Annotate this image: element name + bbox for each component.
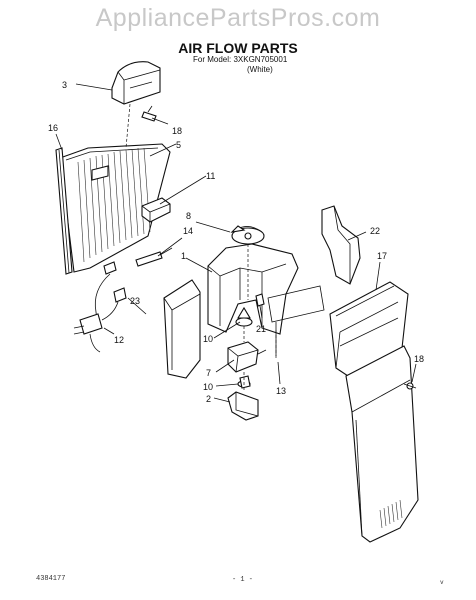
callout-10-upper: 10 (203, 334, 213, 344)
callout-11: 11 (206, 171, 215, 181)
part-18-screw-top (141, 105, 157, 122)
part-23-left-shroud (163, 279, 201, 379)
callout-10-lower: 10 (203, 382, 213, 392)
model-number: For Model: 3XKGN705001 (193, 55, 288, 64)
callout-14: 14 (183, 226, 193, 236)
callout-12: 12 (114, 335, 124, 345)
part-18-screw-right (403, 382, 417, 390)
callout-3: 3 (62, 80, 67, 90)
callout-21: 21 (256, 324, 266, 334)
callout-16: 16 (48, 123, 58, 133)
callout-2: 2 (206, 394, 211, 404)
callout-5: 5 (176, 140, 181, 150)
part-16-side-strip (55, 147, 73, 275)
diagram-title: AIR FLOW PARTS (178, 40, 298, 56)
model-color: (White) (247, 65, 273, 74)
part-5-evaporator-cover (59, 143, 171, 273)
callout-17: 17 (377, 251, 387, 261)
callout-1: 1 (181, 251, 186, 261)
footer-page-number: - 1 - (232, 576, 254, 584)
part-1-fan-shroud (207, 243, 299, 335)
part-7-fan-motor (227, 341, 267, 373)
part-17-lower-duct (345, 345, 419, 543)
callout-18-top: 18 (172, 126, 182, 136)
part-22-upper-baffle (321, 205, 361, 285)
model-info: For Model: 3XKGN705001 (White) (193, 55, 287, 75)
leader-lines (55, 83, 417, 403)
part-11-bracket (141, 197, 171, 223)
callout-7: 7 (206, 368, 211, 378)
part-3-duct-housing (111, 61, 161, 105)
part-14-connector (135, 247, 173, 267)
part-2-motor-bracket (227, 391, 259, 421)
footer-part-number: 4384177 (36, 575, 66, 583)
part-8-fan-blade (230, 225, 265, 245)
part-12-wire-harness (73, 261, 127, 353)
callout-8: 8 (186, 211, 191, 221)
callout-22: 22 (370, 226, 380, 236)
footer-mark: v (440, 579, 444, 586)
callout-23: 23 (130, 296, 140, 306)
watermark-text: AppliancePartsPros.com (95, 4, 381, 32)
part-21-screw (255, 293, 265, 307)
callout-13: 13 (276, 386, 286, 396)
callout-18-right: 18 (414, 354, 424, 364)
